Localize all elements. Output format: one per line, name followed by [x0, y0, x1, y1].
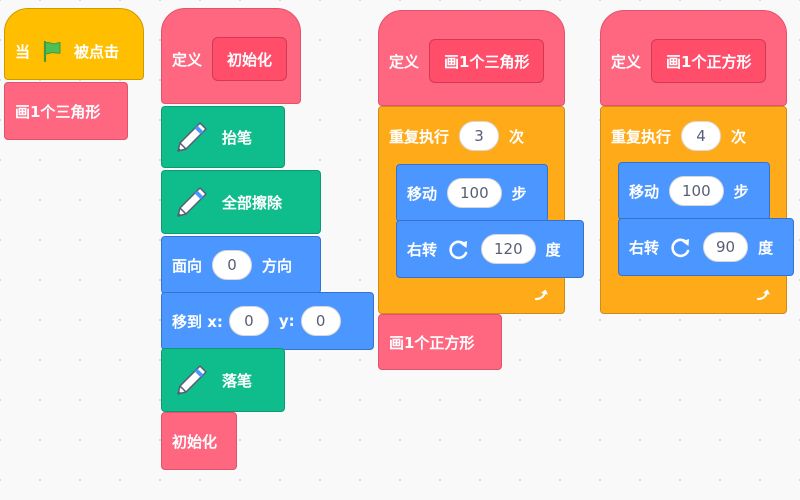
- degrees-unit-label: 度: [758, 238, 774, 257]
- erase-all-block[interactable]: 全部擦除: [161, 170, 321, 234]
- draw-square-prototype[interactable]: 画1个正方形: [651, 39, 767, 83]
- pen-extension-icon: [172, 117, 212, 157]
- call-draw-triangle-label: 画1个三角形: [15, 102, 101, 121]
- repeat-label: 重复执行: [389, 127, 450, 146]
- go-to-y-label: y:: [278, 312, 295, 330]
- go-to-x-label: 移到 x:: [172, 312, 223, 331]
- point-in-direction-label: 面向: [172, 256, 203, 275]
- repeat-count-input[interactable]: 3: [459, 121, 500, 151]
- define-label: 定义: [172, 50, 203, 69]
- draw-square-prototype-label: 画1个正方形: [666, 52, 752, 71]
- turn-right-block[interactable]: 右转 90 度: [618, 218, 794, 276]
- degrees-input[interactable]: 120: [481, 234, 536, 264]
- draw-triangle-prototype[interactable]: 画1个三角形: [429, 39, 545, 83]
- call-init-label: 初始化: [172, 432, 218, 451]
- loop-arrow-icon: [754, 285, 774, 305]
- repeat-label: 重复执行: [611, 127, 672, 146]
- repeat-count-input[interactable]: 4: [681, 121, 722, 151]
- repeat-unit-label: 次: [731, 127, 747, 146]
- point-in-direction-block[interactable]: 面向 0 方向: [161, 236, 321, 294]
- call-draw-square-block[interactable]: 画1个正方形: [378, 314, 502, 370]
- go-to-xy-block[interactable]: 移到 x: 0 y: 0: [161, 292, 374, 350]
- x-input[interactable]: 0: [228, 306, 269, 336]
- pen-extension-icon: [172, 360, 212, 400]
- degrees-input[interactable]: 90: [703, 232, 749, 262]
- move-label: 移动: [629, 182, 660, 201]
- call-draw-square-label: 画1个正方形: [389, 333, 475, 352]
- pen-up-label: 抬笔: [222, 128, 253, 147]
- define-draw-triangle-hat[interactable]: 定义 画1个三角形: [378, 10, 565, 106]
- turn-right-label: 右转: [629, 238, 660, 257]
- y-input[interactable]: 0: [300, 306, 341, 336]
- loop-arrow-icon: [532, 285, 552, 305]
- hat-when-label: 当: [15, 42, 31, 61]
- steps-input[interactable]: 100: [447, 178, 502, 208]
- repeat-unit-label: 次: [509, 127, 525, 146]
- pen-up-block[interactable]: 抬笔: [161, 106, 285, 168]
- hat-clicked-label: 被点击: [74, 42, 120, 61]
- define-draw-square-hat[interactable]: 定义 画1个正方形: [600, 10, 787, 106]
- move-steps-block[interactable]: 移动 100 步: [618, 162, 770, 220]
- draw-triangle-prototype-label: 画1个三角形: [444, 52, 530, 71]
- steps-unit-label: 步: [511, 184, 527, 203]
- turn-right-label: 右转: [407, 240, 438, 259]
- when-flag-clicked-hat[interactable]: 当 被点击: [4, 8, 144, 80]
- green-flag-icon: [40, 39, 64, 63]
- call-init-block[interactable]: 初始化: [161, 412, 237, 470]
- steps-input[interactable]: 100: [669, 176, 724, 206]
- pen-extension-icon: [172, 182, 212, 222]
- pen-down-block[interactable]: 落笔: [161, 348, 285, 412]
- turn-right-block[interactable]: 右转 120 度: [396, 220, 584, 278]
- init-prototype-label: 初始化: [227, 50, 273, 69]
- degrees-unit-label: 度: [545, 240, 561, 259]
- call-draw-triangle-block[interactable]: 画1个三角形: [4, 82, 128, 140]
- define-label: 定义: [611, 52, 642, 71]
- define-init-hat[interactable]: 定义 初始化: [161, 8, 301, 104]
- define-label: 定义: [389, 52, 420, 71]
- direction-input[interactable]: 0: [212, 250, 253, 280]
- pen-down-label: 落笔: [222, 371, 253, 390]
- rotate-right-icon: [447, 237, 471, 261]
- init-prototype[interactable]: 初始化: [212, 37, 288, 81]
- direction-unit-label: 方向: [262, 256, 293, 275]
- rotate-right-icon: [669, 235, 693, 259]
- erase-all-label: 全部擦除: [222, 193, 283, 212]
- steps-unit-label: 步: [733, 182, 749, 201]
- move-label: 移动: [407, 184, 438, 203]
- move-steps-block[interactable]: 移动 100 步: [396, 164, 548, 222]
